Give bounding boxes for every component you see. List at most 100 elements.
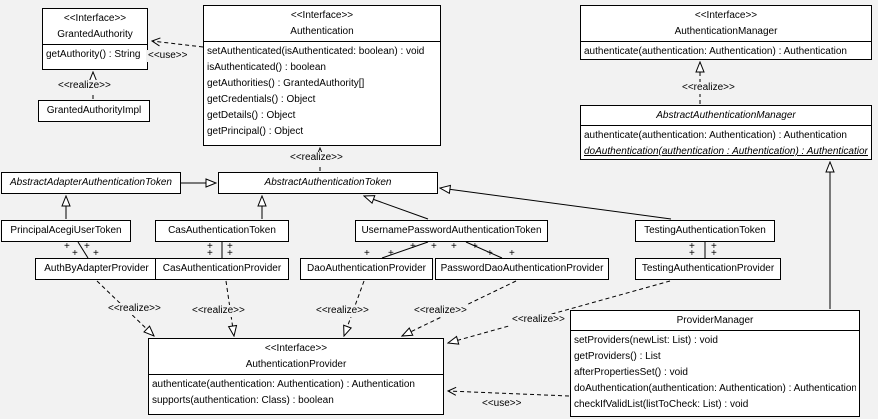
method: setProviders(newList: List) : void <box>574 335 718 346</box>
class-header: ProviderManager <box>571 311 859 330</box>
association-plus: + <box>487 248 493 259</box>
class-testing-authentication-token[interactable]: TestingAuthenticationToken <box>635 220 775 242</box>
class-name: TestingAuthenticationProvider <box>641 263 775 274</box>
class-name: GrantedAuthority <box>57 29 133 40</box>
method: checkIfValidList(listToCheck: List) : vo… <box>574 399 749 410</box>
realize-label: <<realize>> <box>190 305 247 317</box>
stereotype: <<Interface>> <box>264 343 328 354</box>
method: getCredentials() : Object <box>207 94 316 105</box>
association-plus: + <box>227 241 233 252</box>
realization-testingprovider <box>448 280 671 343</box>
class-cas-authentication-provider[interactable]: CasAuthenticationProvider <box>155 258 289 280</box>
class-name: UsernamePasswordAuthenticationToken <box>361 225 542 236</box>
association-plus: + <box>227 248 233 259</box>
realize-label: <<realize>> <box>680 82 737 94</box>
class-header: AbstractAuthenticationManager <box>581 106 871 125</box>
class-name: AuthenticationProvider <box>245 359 347 370</box>
generalization-usernamepasswordtoken <box>364 196 429 220</box>
class-granted-authority[interactable]: <<Interface>> GrantedAuthority getAuthor… <box>42 8 148 70</box>
method: doAuthentication(authentication : Authen… <box>584 146 868 157</box>
realize-label: <<realize>> <box>56 80 113 92</box>
class-header: <<Interface>> AuthenticationProvider <box>149 339 443 374</box>
association-plus: + <box>72 248 78 259</box>
class-abstract-authentication-manager[interactable]: AbstractAuthenticationManager authentica… <box>580 105 872 160</box>
class-header: <<Interface>> GrantedAuthority <box>43 9 147 44</box>
class-name: DaoAuthenticationProvider <box>307 263 426 274</box>
association-plus: + <box>364 248 370 259</box>
use-label: <<use>> <box>146 50 190 62</box>
methods-compartment: setProviders(newList: List) : void getPr… <box>571 330 859 415</box>
class-abstract-authentication-token[interactable]: AbstractAuthenticationToken <box>218 172 438 194</box>
class-provider-manager[interactable]: ProviderManager setProviders(newList: Li… <box>570 310 860 417</box>
stereotype: <<Interface>> <box>290 10 354 21</box>
class-header: <<Interface>> AuthenticationManager <box>581 6 871 41</box>
use-dependency-authentication-grantedauthority <box>152 41 204 48</box>
class-testing-authentication-provider[interactable]: TestingAuthenticationProvider <box>635 258 781 280</box>
method: isAuthenticated() : boolean <box>207 62 326 73</box>
generalization-testingtoken <box>440 188 672 220</box>
association-username-passworddao <box>465 241 503 259</box>
class-password-dao-authentication-provider[interactable]: PasswordDaoAuthenticationProvider <box>435 258 609 280</box>
method: getProviders() : List <box>574 351 661 362</box>
method: supports(authentication: Class) : boolea… <box>152 395 334 406</box>
methods-compartment: authenticate(authentication: Authenticat… <box>581 41 871 59</box>
method: afterPropertiesSet() : void <box>574 367 688 378</box>
realization-casauthenticationprovider <box>225 280 234 336</box>
association-plus: + <box>509 248 515 259</box>
association-plus: + <box>472 241 478 252</box>
realization-authbyadapterprovider <box>96 280 154 336</box>
class-name: AbstractAdapterAuthenticationToken <box>10 177 172 188</box>
association-plus: + <box>84 241 90 252</box>
association-plus: + <box>689 241 695 252</box>
class-authentication-provider[interactable]: <<Interface>> AuthenticationProvider aut… <box>148 338 444 415</box>
class-name: AuthenticationManager <box>674 26 778 37</box>
association-plus: + <box>388 248 394 259</box>
association-username-dao <box>381 241 429 259</box>
class-auth-by-adapter-provider[interactable]: AuthByAdapterProvider <box>35 258 158 280</box>
class-dao-authentication-provider[interactable]: DaoAuthenticationProvider <box>300 258 433 280</box>
association-plus: + <box>689 248 695 259</box>
association-plus: + <box>207 241 213 252</box>
class-name: TestingAuthenticationToken <box>644 225 766 236</box>
realize-label: <<realize>> <box>288 152 345 164</box>
class-username-password-authentication-token[interactable]: UsernamePasswordAuthenticationToken <box>355 220 548 242</box>
class-name: AbstractAuthenticationManager <box>656 110 796 121</box>
class-authentication-manager[interactable]: <<Interface>> AuthenticationManager auth… <box>580 5 872 60</box>
class-name: Authentication <box>290 26 354 37</box>
class-granted-authority-impl[interactable]: GrantedAuthorityImpl <box>38 100 150 122</box>
method: authenticate(authentication: Authenticat… <box>584 46 847 57</box>
association-plus: + <box>711 241 717 252</box>
class-name: AbstractAuthenticationToken <box>264 177 392 188</box>
method: getDetails() : Object <box>207 110 296 121</box>
methods-compartment: getAuthority() : String <box>43 44 147 65</box>
class-authentication[interactable]: <<Interface>> Authentication setAuthenti… <box>203 5 441 146</box>
methods-compartment: authenticate(authentication: Authenticat… <box>149 374 443 411</box>
use-dependency-providermanager <box>448 391 570 397</box>
method: getAuthorities() : GrantedAuthority[] <box>207 78 365 89</box>
method: setAuthenticated(isAuthenticated: boolea… <box>207 46 425 57</box>
class-name: CasAuthenticationToken <box>168 225 276 236</box>
class-principal-acegi-user-token[interactable]: PrincipalAcegiUserToken <box>1 220 131 242</box>
association-plus: + <box>93 248 99 259</box>
method: authenticate(authentication: Authenticat… <box>152 379 415 390</box>
realize-label: <<realize>> <box>510 314 567 326</box>
class-name: GrantedAuthorityImpl <box>46 105 142 116</box>
association-plus: + <box>711 248 717 259</box>
association-plus: + <box>451 241 457 252</box>
class-cas-authentication-token[interactable]: CasAuthenticationToken <box>155 220 289 242</box>
method: authenticate(authentication: Authenticat… <box>584 130 847 141</box>
association-plus: + <box>431 241 437 252</box>
method: getPrincipal() : Object <box>207 126 304 137</box>
association-principal-authbyadapter <box>77 241 89 259</box>
realize-label: <<realize>> <box>106 303 163 315</box>
class-header: <<Interface>> Authentication <box>204 6 440 41</box>
association-plus: + <box>410 241 416 252</box>
stereotype: <<Interface>> <box>63 13 127 24</box>
realize-label: <<realize>> <box>314 305 371 317</box>
class-abstract-adapter-authentication-token[interactable]: AbstractAdapterAuthenticationToken <box>1 172 181 194</box>
association-plus: + <box>64 241 70 252</box>
realize-label: <<realize>> <box>412 305 469 317</box>
method: getAuthority() : String <box>46 49 141 60</box>
